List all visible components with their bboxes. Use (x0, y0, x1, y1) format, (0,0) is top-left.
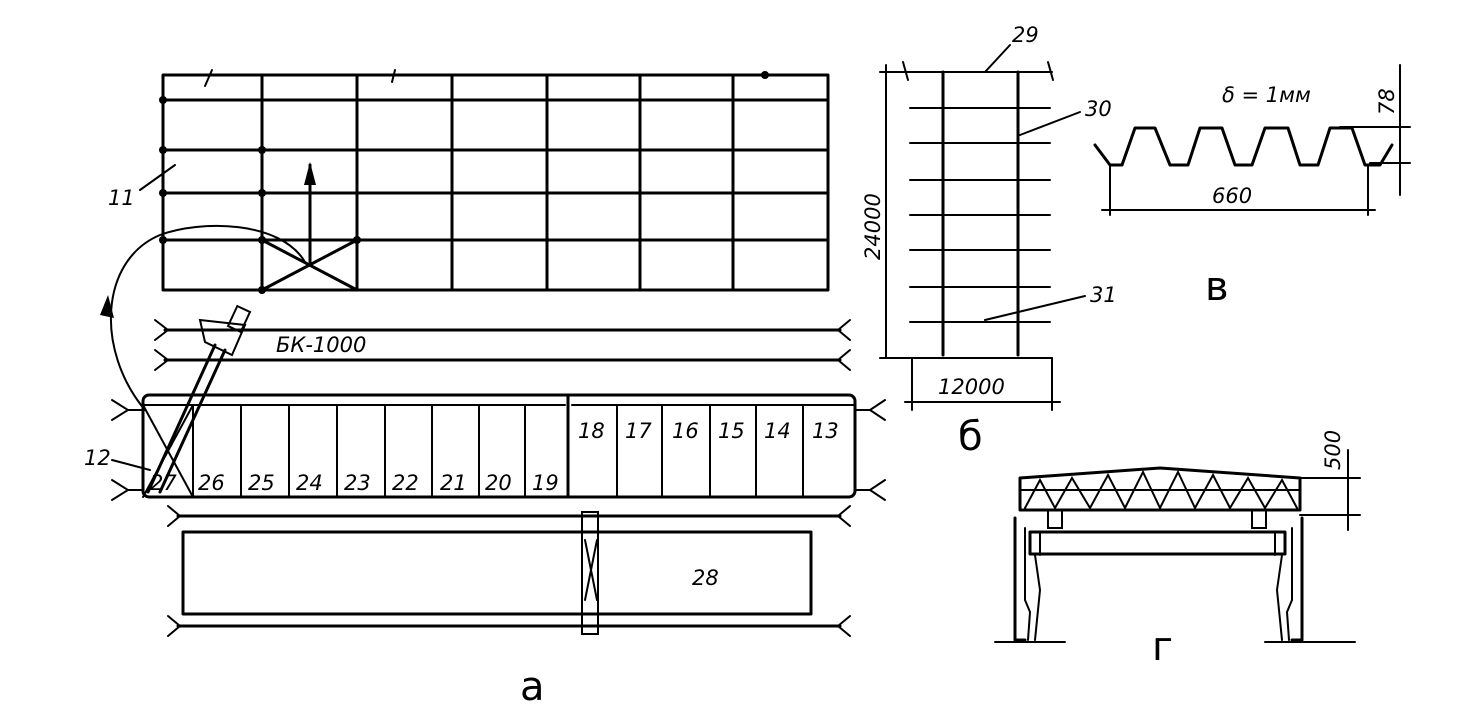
erected-label: 12 (84, 446, 111, 470)
crane-label: БК-1000 (276, 333, 366, 357)
truss-stack-label: 28 (692, 566, 719, 590)
panel-b-letter: б (958, 414, 983, 460)
cell-number: 14 (764, 419, 791, 443)
height-dimension: 24000 (861, 193, 885, 260)
cell-number: 25 (248, 471, 275, 495)
lower-rails (167, 505, 851, 637)
move-arc-arrowhead (100, 295, 114, 318)
width-dimension: 12000 (938, 375, 1005, 399)
label-31: 31 (1090, 283, 1117, 307)
erected-label-leader (111, 459, 151, 471)
panel-g-letter: г (1152, 624, 1173, 670)
cell-number: 23 (344, 471, 371, 495)
cell-number: 24 (296, 471, 323, 495)
label-30: 30 (1085, 97, 1112, 121)
grid-label: 11 (108, 186, 135, 210)
cell-number: 16 (672, 419, 699, 443)
crane-rails (154, 319, 851, 371)
thickness-label: δ = 1мм (1222, 83, 1311, 107)
cell-number: 22 (392, 471, 419, 495)
cell-number: 20 (485, 471, 512, 495)
cell-number: 19 (532, 471, 559, 495)
cell-number: 18 (578, 419, 605, 443)
sheet-width-dimension: 660 (1212, 184, 1252, 208)
truss-height-dimension: 500 (1321, 430, 1345, 470)
cell-number: 13 (812, 419, 839, 443)
cell-number: 15 (718, 419, 745, 443)
cell-number: 17 (625, 419, 652, 443)
cell-number: 27 (150, 471, 177, 495)
cell-number: 21 (440, 471, 467, 495)
roof-grid-plan: 11 (108, 69, 830, 294)
panel-a-letter: а (520, 664, 545, 710)
move-arc (109, 224, 306, 411)
truss-on-jacks (994, 449, 1361, 643)
profiled-sheet (1093, 64, 1411, 216)
panel-v-letter: в (1205, 264, 1229, 310)
sheet-height-dimension: 78 (1375, 88, 1399, 115)
panel-row (111, 393, 886, 501)
cell-number: 26 (198, 471, 225, 495)
panel-b-drawing (879, 44, 1086, 411)
label-29: 29 (1012, 23, 1039, 47)
